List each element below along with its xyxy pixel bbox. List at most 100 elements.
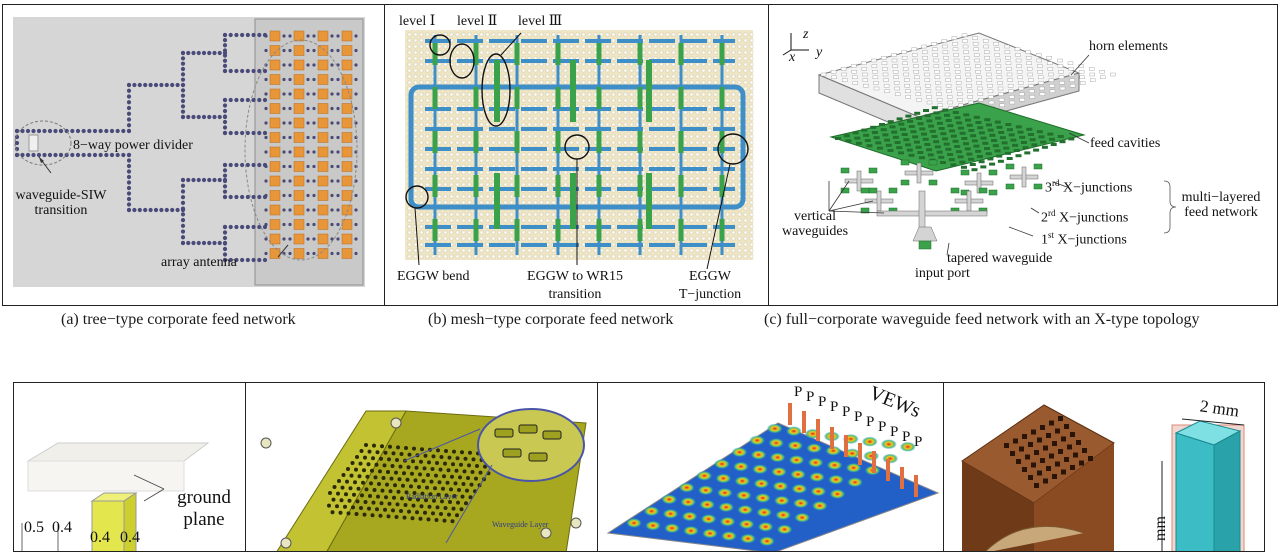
pin-dot (587, 158, 592, 163)
pin-dot (485, 230, 490, 235)
via-dot (288, 208, 292, 212)
feed-cavity (1026, 127, 1033, 131)
feed-cavity (968, 129, 975, 132)
via-dot (137, 207, 142, 213)
horn-element (972, 36, 978, 40)
pin-dot (713, 182, 718, 187)
pin-dot (521, 158, 526, 163)
pin-dot (665, 230, 670, 235)
pin-dot (701, 170, 706, 175)
feed-marker (802, 411, 806, 433)
pin-dot (671, 194, 676, 199)
horn-aperture (1043, 445, 1048, 451)
horn-aperture (1037, 437, 1042, 443)
radiating-slot (448, 500, 452, 504)
pin-dot (419, 176, 424, 181)
pin-dot (725, 236, 730, 241)
via-dot (186, 50, 191, 56)
via-dot (282, 135, 286, 140)
pin-dot (689, 212, 694, 217)
pin-dot (749, 224, 754, 229)
pin-dot (413, 98, 418, 103)
feed-cavity (985, 152, 992, 156)
green-junction (678, 43, 684, 65)
radiating-slot (394, 515, 399, 519)
pin-dot (737, 80, 742, 85)
pin-dot (587, 254, 592, 259)
green-junction (596, 43, 602, 65)
radiating-slot (369, 481, 373, 486)
via-dot (330, 92, 334, 96)
feed-cavity (923, 109, 929, 112)
pin-dot (689, 254, 694, 259)
pin-dot (485, 68, 490, 73)
pin-dot (749, 236, 754, 241)
via-dot (53, 128, 58, 134)
pin-dot (707, 140, 712, 145)
ground-line2: plane (183, 509, 225, 530)
via-dot (228, 162, 233, 168)
pin-dot (629, 134, 634, 139)
horn-aperture (1049, 420, 1054, 426)
pin-dot (695, 116, 700, 121)
via-dot (288, 121, 292, 125)
pin-dot (455, 50, 460, 55)
dim-04c-label: 0.4 (120, 529, 140, 546)
pin-dot (437, 44, 442, 49)
horn-aperture (1049, 453, 1054, 459)
pin-dot (581, 62, 586, 67)
pin-dot (443, 194, 448, 199)
radiating-slot (395, 502, 400, 507)
pin-dot (485, 188, 490, 193)
radiating-slot (345, 479, 349, 484)
pin-dot (695, 230, 700, 235)
pin-dot (611, 146, 616, 151)
feed-cavity (906, 148, 913, 152)
pin-dot (449, 122, 454, 127)
feed-cavity (889, 125, 896, 129)
pin-dot (749, 200, 754, 205)
via-dot (222, 241, 228, 246)
pin-dot (479, 248, 484, 253)
pin-dot (665, 170, 670, 175)
pin-dot (617, 110, 622, 115)
pin-dot (653, 176, 658, 181)
power-divider-label: 8−way power divider (73, 138, 193, 153)
pin-dot (509, 122, 514, 127)
feed-cavity (948, 158, 955, 162)
pin-dot (455, 62, 460, 67)
pin-dot (425, 230, 430, 235)
pin-dot (671, 32, 676, 37)
pin-dot (671, 254, 676, 259)
horn-element (1090, 78, 1096, 82)
antenna-patch (341, 30, 353, 42)
pin-dot (611, 98, 616, 103)
feed-cavity (961, 165, 967, 169)
radiating-slot (404, 490, 409, 495)
pin-dot (623, 80, 628, 85)
pin-dot (413, 188, 418, 193)
pin-dot (563, 182, 568, 187)
pin-dot (653, 98, 658, 103)
via-dot (336, 222, 340, 227)
via-dot (126, 207, 132, 213)
feed-cavity (1013, 149, 1020, 152)
pin-dot (407, 236, 412, 241)
horn-element (999, 103, 1005, 108)
pin-dot (503, 230, 508, 235)
pin-dot (533, 182, 538, 187)
pin-dot (743, 44, 748, 49)
pin-dot (671, 152, 676, 157)
via-dot (196, 114, 201, 120)
pin-dot (605, 236, 610, 241)
via-dot (282, 164, 286, 169)
vertical-waveguide (840, 187, 850, 194)
feed-cavity (956, 121, 963, 125)
dim-2mm-label: 2 mm (1198, 396, 1241, 421)
via-dot (264, 34, 268, 38)
antenna-patch (293, 30, 305, 42)
pin-dot (617, 254, 622, 259)
pin-dot (521, 140, 526, 145)
pin-dot (659, 80, 664, 85)
feed-cavity (954, 116, 961, 120)
